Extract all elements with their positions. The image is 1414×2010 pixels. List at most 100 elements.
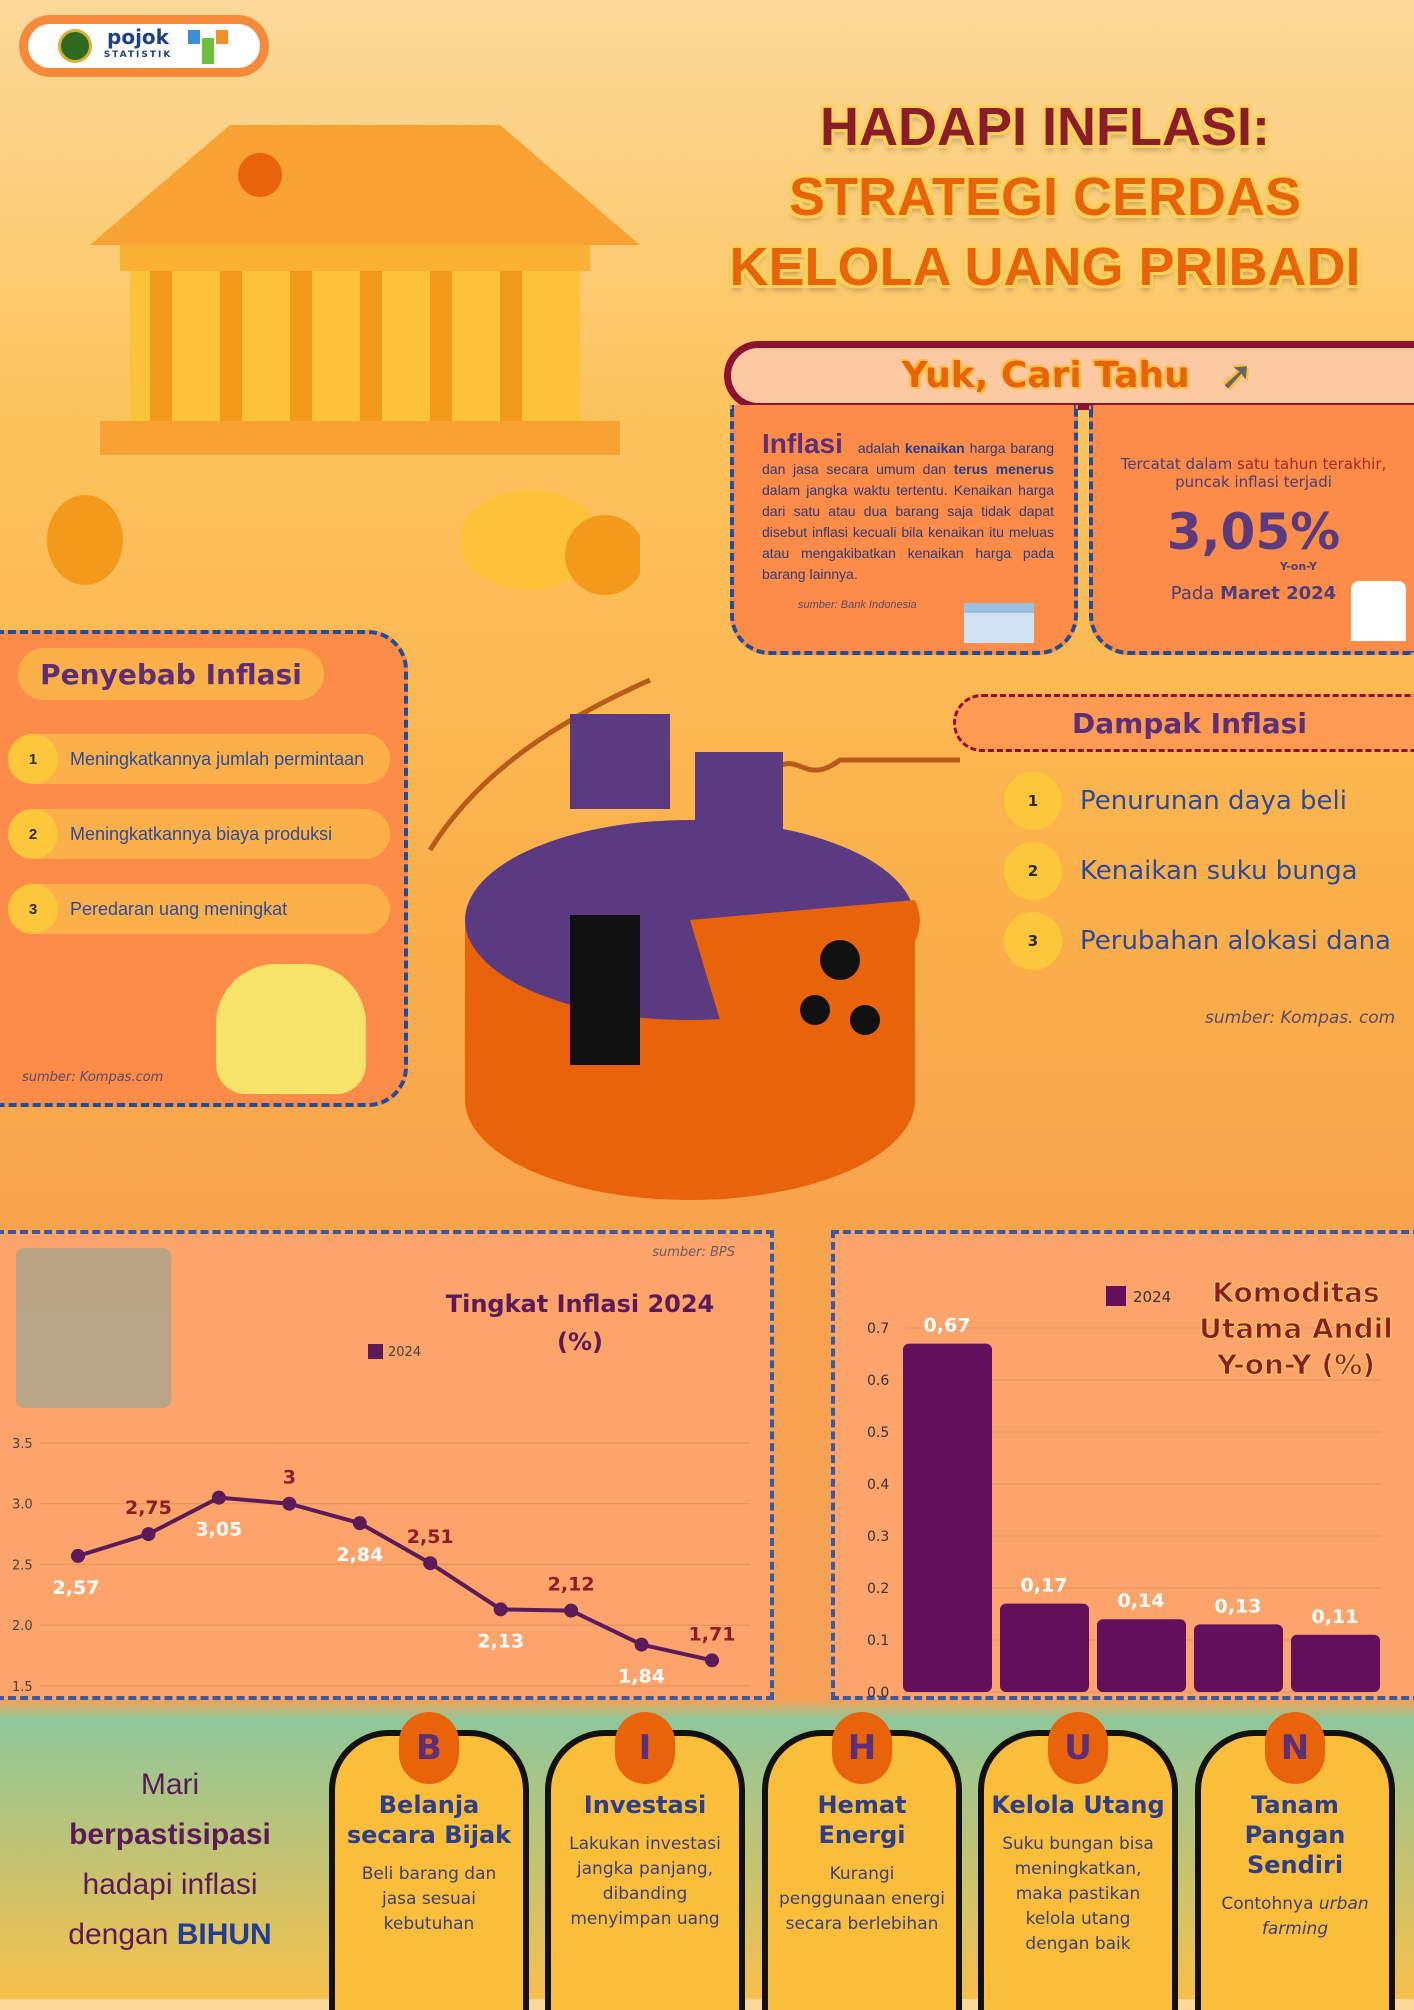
bank-illustration bbox=[90, 125, 640, 455]
peak-value: 3,05% bbox=[1166, 503, 1341, 561]
bihun-card-i: I Investasi Lakukan investasi jangka pan… bbox=[545, 1712, 745, 2010]
money-bag-icon bbox=[47, 495, 123, 585]
penyebab-source: sumber: Kompas.com bbox=[22, 1070, 164, 1085]
invite-line: Mari bbox=[140, 1768, 200, 1801]
title-line-1: HADAPI INFLASI: bbox=[820, 97, 1270, 157]
definition-bold: terus menerus bbox=[953, 461, 1055, 477]
chart-title-unit: (%) bbox=[557, 1328, 603, 1356]
peak-text-highlight: satu tahun terakhir, bbox=[1237, 455, 1387, 473]
item-text: Meningkatkannya jumlah permintaan bbox=[70, 748, 365, 769]
card-text-main: Kurangi penggunaan energi secara berlebi… bbox=[778, 1864, 946, 1934]
invite-line: berpastisipasi bbox=[69, 1818, 271, 1851]
definition-term: Inflasi bbox=[762, 428, 843, 459]
data-label: 2,84 bbox=[336, 1544, 383, 1566]
x-category-label: Cabe bbox=[1022, 1698, 1066, 1700]
y-tick-label: 1.5 bbox=[12, 1680, 33, 1695]
item-number: 1 bbox=[8, 734, 58, 784]
bihun-card-h: H Hemat Energi Kurangi penggunaan energi… bbox=[762, 1712, 962, 2010]
definition-card: Inflasi adalah kenaikan harga barang dan… bbox=[730, 405, 1078, 655]
data-point bbox=[564, 1603, 579, 1618]
data-label: 2,12 bbox=[548, 1574, 595, 1596]
y-tick-label: 2.0 bbox=[12, 1619, 33, 1634]
card-letter: U bbox=[1048, 1712, 1108, 1784]
cursor-icon: ➚ bbox=[1219, 352, 1254, 399]
line-chart: 0.00.51.01.52.02.53.03.5JanuariFebruariM… bbox=[12, 1245, 750, 1695]
item-number: 2 bbox=[8, 809, 58, 859]
card-text: Beli barang dan jasa sesuai kebutuhan bbox=[335, 1862, 523, 1937]
item-number: 3 bbox=[8, 884, 58, 934]
yen-coin-icon bbox=[565, 515, 640, 595]
peak-inflation-card: Tercatat dalam satu tahun terakhir, punc… bbox=[1089, 405, 1414, 655]
peak-unit: Y-on-Y bbox=[1279, 560, 1318, 573]
data-label: 0,17 bbox=[1021, 1575, 1068, 1597]
bar bbox=[1097, 1619, 1186, 1692]
y-tick-label: 0.0 bbox=[867, 1685, 889, 1700]
peak-month: Maret 2024 bbox=[1220, 583, 1337, 604]
bank-building-icon bbox=[964, 603, 1034, 643]
line-chart-panel bbox=[0, 1230, 774, 1700]
penyebab-item: 1 Meningkatkannya jumlah permintaan bbox=[8, 734, 390, 784]
invite-line: dengan bbox=[68, 1918, 177, 1951]
dampak-item: 2 Kenaikan suku bunga bbox=[1004, 842, 1358, 900]
analysis-pie-illustration bbox=[427, 677, 960, 1200]
data-point bbox=[634, 1637, 649, 1652]
item-number: 1 bbox=[1004, 772, 1062, 830]
chart-title: Komoditas bbox=[1212, 1276, 1379, 1309]
card-title: Investasi bbox=[583, 1791, 707, 1819]
data-point bbox=[705, 1653, 719, 1668]
data-point bbox=[211, 1490, 226, 1505]
legend-swatch bbox=[368, 1344, 383, 1359]
item-text: Kenaikan suku bunga bbox=[1080, 856, 1358, 886]
definition-text: harga barang dan jasa secara umum dan bbox=[762, 440, 1054, 477]
penyebab-card: Penyebab Inflasi 1 Meningkatkannya jumlah… bbox=[0, 630, 408, 1107]
yuk-heading: Yuk, Cari Tahu bbox=[901, 355, 1190, 396]
data-label: 3 bbox=[283, 1467, 296, 1489]
chart-title: Y-on-Y (%) bbox=[1216, 1348, 1375, 1381]
chart-source: sumber: BPS bbox=[652, 1245, 735, 1260]
peak-text: puncak inflasi terjadi bbox=[1175, 473, 1332, 491]
card-text-main: Contohnya bbox=[1221, 1894, 1319, 1914]
y-tick-label: 0.2 bbox=[867, 1581, 889, 1597]
card-text: Suku bungan bisa meningkatkan, maka past… bbox=[984, 1832, 1172, 1957]
bps-logo-icon bbox=[184, 28, 230, 64]
data-label: 2,75 bbox=[125, 1497, 172, 1519]
data-label: 0,14 bbox=[1118, 1590, 1165, 1612]
definition-text: dalam jangka waktu tertentu. Kenaikan ha… bbox=[762, 482, 1054, 582]
penyebab-title: Penyebab Inflasi bbox=[18, 648, 324, 700]
y-tick-label: 2.5 bbox=[12, 1558, 33, 1573]
bihun-card-u: U Kelola Utang Suku bungan bisa meningka… bbox=[978, 1712, 1178, 2010]
data-label: 1,84 bbox=[618, 1666, 665, 1688]
item-text: Penurunan daya beli bbox=[1080, 786, 1347, 816]
card-letter: N bbox=[1265, 1712, 1325, 1784]
peak-pada: Pada bbox=[1170, 583, 1221, 604]
y-tick-label: 3.0 bbox=[12, 1498, 33, 1513]
connector-arrow bbox=[758, 757, 960, 782]
card-text-em: urban farming bbox=[1261, 1894, 1369, 1939]
peak-text: Tercatat dalam bbox=[1120, 455, 1237, 473]
bar-chart: 0.00.10.20.30.40.50.60.70,67Beras0,17Cab… bbox=[867, 1276, 1393, 1701]
chart-board-icon bbox=[570, 714, 670, 809]
card-text-main: Suku bungan bisa meningkatkan, maka past… bbox=[1002, 1834, 1154, 1954]
x-category-label: Daging bbox=[1111, 1698, 1172, 1700]
data-label: 0,11 bbox=[1312, 1606, 1359, 1628]
data-point bbox=[493, 1602, 508, 1617]
bar bbox=[1194, 1624, 1283, 1692]
bank-roof bbox=[90, 125, 640, 245]
legend-label: 2024 bbox=[1133, 1288, 1171, 1306]
analyst-illustration bbox=[1351, 581, 1406, 641]
chart-title: Utama Andil bbox=[1199, 1312, 1393, 1345]
dampak-source: sumber: Kompas. com bbox=[1205, 1008, 1396, 1028]
card-title: Belanja secara Bijak bbox=[346, 1791, 512, 1849]
item-text: Meningkatkannya biaya produksi bbox=[70, 823, 333, 844]
item-number: 2 bbox=[1004, 842, 1062, 900]
card-letter: I bbox=[615, 1712, 675, 1784]
dampak-item: 1 Penurunan daya beli bbox=[1004, 772, 1347, 830]
card-text: Kurangi penggunaan energi secara berlebi… bbox=[768, 1862, 956, 1937]
card-text: Lakukan investasi jangka panjang, diband… bbox=[551, 1832, 739, 1932]
definition-text: adalah bbox=[852, 440, 905, 456]
item-text: Perubahan alokasi dana bbox=[1080, 926, 1391, 956]
brand-bottom: STATISTIK bbox=[103, 50, 173, 60]
